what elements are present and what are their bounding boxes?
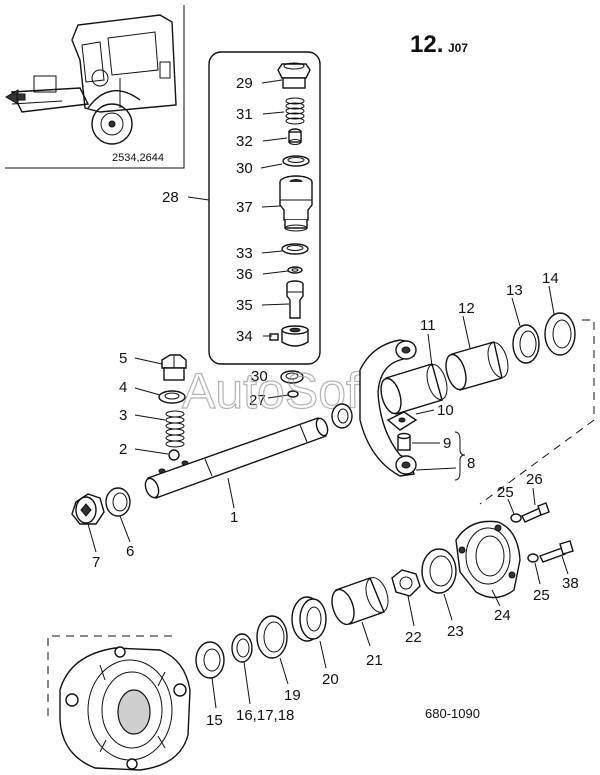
label-30-lower: 30 — [251, 368, 268, 385]
part-27-ball — [287, 390, 299, 398]
title-suffix: J07 — [448, 41, 468, 55]
label-36: 36 — [236, 266, 253, 283]
label-9: 9 — [443, 435, 451, 452]
label-4: 4 — [119, 379, 127, 396]
part-23-ring — [421, 548, 457, 594]
title-number: 12. — [410, 31, 443, 58]
part-21-bushing — [331, 577, 389, 626]
inset-code: 2534,2644 — [112, 152, 164, 164]
drawing-number: 680-1090 — [425, 706, 480, 721]
label-6: 6 — [126, 543, 134, 560]
label-1: 1 — [230, 509, 238, 526]
label-5: 5 — [119, 350, 127, 367]
label-15: 15 — [206, 712, 223, 729]
part-12-bushing — [445, 341, 509, 391]
part-30-washer-upper — [282, 155, 310, 167]
part-25-washer-upper — [510, 513, 522, 523]
part-31-spring — [285, 97, 305, 125]
part-26-bolt — [521, 502, 550, 523]
part-9-pin — [397, 432, 411, 451]
label-21: 21 — [366, 652, 383, 669]
part-10-pad — [386, 411, 418, 431]
part-38-bolt — [539, 540, 574, 563]
injector-group-28: 28 29 31 32 — [162, 51, 321, 365]
label-16-17-18: 16,17,18 — [236, 707, 294, 724]
label-25-upper: 25 — [497, 484, 514, 501]
part-16-18-shims — [231, 633, 253, 663]
label-11: 11 — [420, 317, 436, 334]
part-15-washer — [195, 641, 225, 679]
part-25-washer-lower — [527, 553, 539, 563]
part-13-ring — [512, 324, 540, 364]
label-3: 3 — [119, 407, 127, 424]
label-24: 24 — [494, 607, 511, 624]
label-29: 29 — [236, 75, 253, 92]
part-1-shift-shaft — [144, 417, 329, 499]
part-32-spring-seat — [288, 128, 302, 145]
label-38: 38 — [562, 575, 579, 592]
fork-washer — [331, 403, 353, 429]
truck-inset: 2534,2644 — [5, 5, 185, 169]
label-30-upper: 30 — [236, 160, 253, 177]
part-22-nut — [391, 569, 421, 597]
label-10: 10 — [437, 402, 454, 419]
part-4-washer — [158, 390, 186, 404]
part-33-washer — [281, 243, 309, 255]
label-26: 26 — [526, 471, 543, 488]
label-19: 19 — [284, 687, 301, 704]
part-35-nozzle — [286, 280, 304, 319]
part-29-cap-nut — [277, 62, 311, 89]
label-25-lower: 25 — [533, 587, 550, 604]
alignment-lines — [47, 319, 595, 720]
label-2: 2 — [119, 441, 127, 458]
part-19-ring — [256, 615, 288, 659]
part-36-ring — [287, 266, 303, 274]
part-14-seal — [544, 312, 576, 356]
label-27: 27 — [249, 392, 266, 409]
label-12: 12 — [458, 300, 475, 317]
part-2-ball — [168, 449, 180, 461]
part-11-sleeve — [380, 363, 448, 415]
label-34: 34 — [236, 328, 253, 345]
label-28: 28 — [162, 189, 179, 206]
label-20: 20 — [322, 671, 339, 688]
part-8-shift-fork — [359, 339, 417, 477]
part-5-plug — [161, 354, 187, 381]
label-23: 23 — [447, 623, 464, 640]
part-24-cover — [455, 520, 521, 599]
label-33: 33 — [236, 245, 253, 262]
label-35: 35 — [236, 297, 253, 314]
bracket-8 — [454, 431, 466, 481]
label-32: 32 — [236, 133, 253, 150]
part-37-nozzle-holder — [279, 175, 313, 232]
gearbox-housing — [59, 646, 191, 771]
part-3-spring — [165, 410, 185, 448]
truck-icon — [5, 14, 177, 145]
part-20-seal — [291, 596, 327, 642]
label-8: 8 — [467, 455, 475, 472]
label-37: 37 — [236, 199, 253, 216]
diagram-title: 12. J07 — [410, 31, 468, 58]
label-14: 14 — [542, 270, 559, 287]
label-13: 13 — [506, 282, 523, 299]
label-22: 22 — [405, 629, 422, 646]
label-31: 31 — [236, 106, 253, 123]
part-34-nozzle-nut — [269, 325, 309, 347]
part-7-screw-plug — [71, 493, 105, 525]
part-30-washer-lower — [280, 370, 304, 384]
part-6-seal-ring — [105, 487, 131, 517]
label-7: 7 — [92, 554, 100, 571]
